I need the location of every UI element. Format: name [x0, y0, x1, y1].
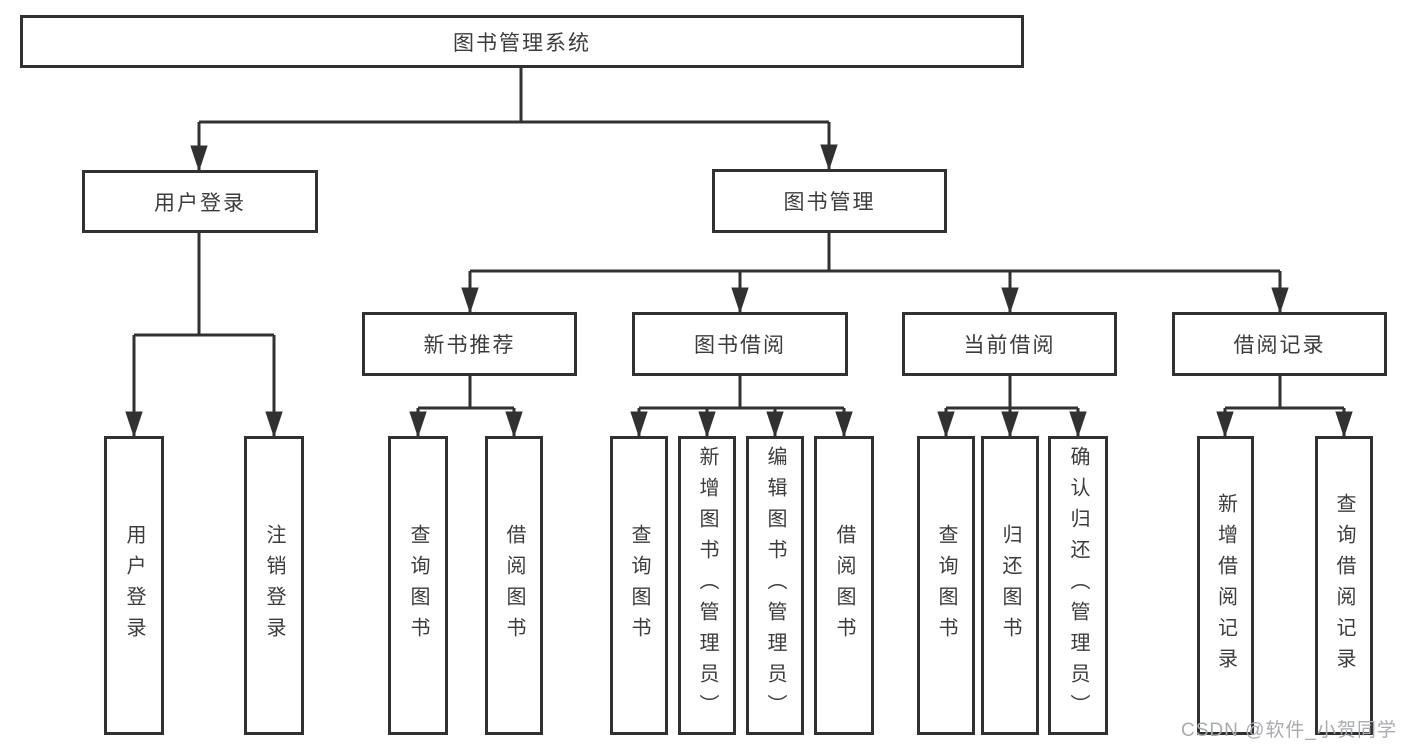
leaf-borrow-books-2-label: 借阅图书: [833, 523, 855, 648]
leaf-return-books-label: 归还图书: [999, 523, 1021, 648]
leaf-query-books-3: 查询图书: [917, 436, 975, 735]
node-borrow-records: 借阅记录: [1172, 312, 1387, 376]
leaf-borrow-books-2: 借阅图书: [814, 436, 874, 735]
leaf-query-borrow-record-label: 查询借阅记录: [1333, 492, 1355, 679]
leaf-return-books: 归还图书: [981, 436, 1039, 735]
leaf-user-login: 用户登录: [104, 436, 164, 735]
leaf-confirm-return-admin-label: 确认归还（管理员）: [1067, 446, 1089, 725]
leaf-logout-label: 注销登录: [263, 523, 285, 648]
leaf-query-books-2: 查询图书: [610, 436, 668, 735]
leaf-user-login-label: 用户登录: [123, 523, 145, 648]
leaf-query-books-3-label: 查询图书: [935, 523, 957, 648]
leaf-borrow-books-1-label: 借阅图书: [503, 523, 525, 648]
node-book-borrow: 图书借阅: [632, 312, 848, 376]
node-current-borrow: 当前借阅: [902, 312, 1117, 376]
node-new-book-recommend: 新书推荐: [362, 312, 577, 376]
leaf-confirm-return-admin: 确认归还（管理员）: [1048, 436, 1108, 735]
leaf-query-books-2-label: 查询图书: [628, 523, 650, 648]
leaf-add-books-admin-label: 新增图书（管理员）: [696, 446, 718, 725]
leaf-query-books-1-label: 查询图书: [407, 523, 429, 648]
leaf-query-books-1: 查询图书: [388, 436, 448, 735]
node-book-management: 图书管理: [712, 169, 947, 233]
csdn-watermark: CSDN @软件_小贺同学: [1181, 720, 1397, 741]
leaf-add-borrow-record-label: 新增借阅记录: [1214, 492, 1237, 679]
leaf-borrow-books-1: 借阅图书: [485, 436, 543, 735]
node-root-book-management-system: 图书管理系统: [20, 15, 1024, 68]
node-user-login: 用户登录: [82, 170, 318, 233]
leaf-edit-books-admin: 编辑图书（管理员）: [746, 436, 804, 735]
leaf-add-books-admin: 新增图书（管理员）: [678, 436, 736, 735]
leaf-edit-books-admin-label: 编辑图书（管理员）: [764, 446, 786, 725]
leaf-logout: 注销登录: [244, 436, 304, 735]
leaf-add-borrow-record: 新增借阅记录: [1197, 436, 1254, 735]
leaf-query-borrow-record: 查询借阅记录: [1315, 436, 1373, 735]
